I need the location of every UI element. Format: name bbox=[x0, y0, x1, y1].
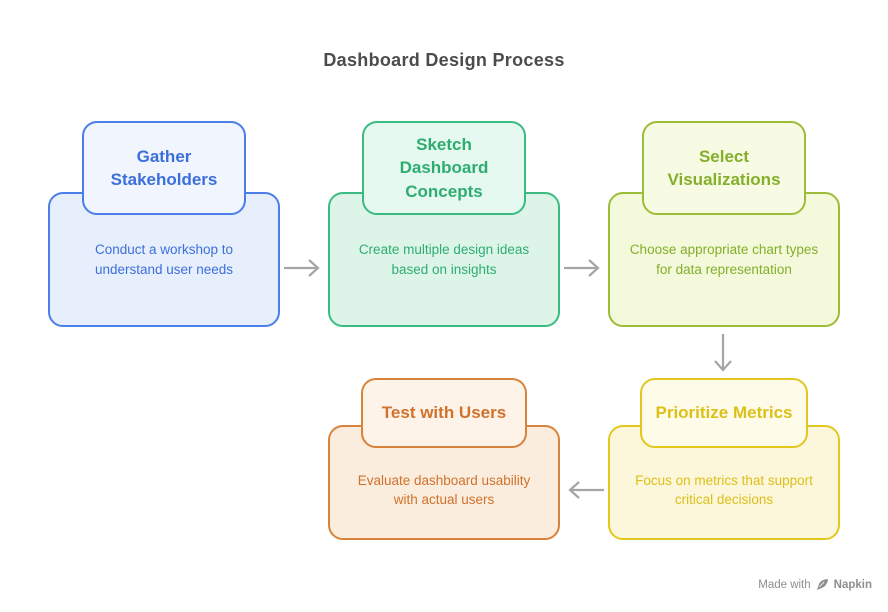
step-header: Prioritize Metrics bbox=[640, 378, 808, 448]
step-header: Test with Users bbox=[361, 378, 527, 448]
step-description: Evaluate dashboard usability with actual… bbox=[357, 472, 531, 507]
arrow-select-to-prioritize bbox=[714, 334, 732, 372]
napkin-watermark: Made with Napkin bbox=[758, 578, 872, 591]
step-title: Select Visualizations bbox=[667, 146, 781, 189]
arrow-prioritize-to-test bbox=[568, 481, 604, 499]
step-gather-stakeholders: Conduct a workshop to understand user ne… bbox=[48, 121, 280, 327]
step-prioritize-metrics: Focus on metrics that support critical d… bbox=[608, 378, 840, 540]
step-description: Choose appropriate chart types for data … bbox=[629, 242, 819, 277]
arrow-sketch-to-select bbox=[564, 259, 600, 277]
step-header: Gather Stakeholders bbox=[82, 121, 246, 215]
diagram-title: Dashboard Design Process bbox=[323, 50, 565, 70]
arrow-gather-to-sketch bbox=[284, 259, 320, 277]
step-header: Sketch Dashboard Concepts bbox=[362, 121, 526, 215]
watermark-prefix: Made with bbox=[758, 578, 811, 591]
step-title: Sketch Dashboard Concepts bbox=[399, 134, 489, 201]
step-header: Select Visualizations bbox=[642, 121, 806, 215]
step-description: Conduct a workshop to understand user ne… bbox=[94, 242, 234, 277]
step-test-with-users: Evaluate dashboard usability with actual… bbox=[328, 378, 560, 540]
step-description: Create multiple design ideas based on in… bbox=[358, 242, 530, 277]
step-title: Gather Stakeholders bbox=[110, 146, 218, 189]
step-sketch-dashboard-concepts: Create multiple design ideas based on in… bbox=[328, 121, 560, 327]
watermark-brand: Napkin bbox=[833, 578, 872, 591]
napkin-pen-icon bbox=[816, 578, 829, 591]
step-select-visualizations: Choose appropriate chart types for data … bbox=[608, 121, 840, 327]
step-title: Prioritize Metrics bbox=[655, 403, 793, 423]
step-description: Focus on metrics that support critical d… bbox=[635, 472, 813, 507]
step-title: Test with Users bbox=[381, 403, 507, 423]
